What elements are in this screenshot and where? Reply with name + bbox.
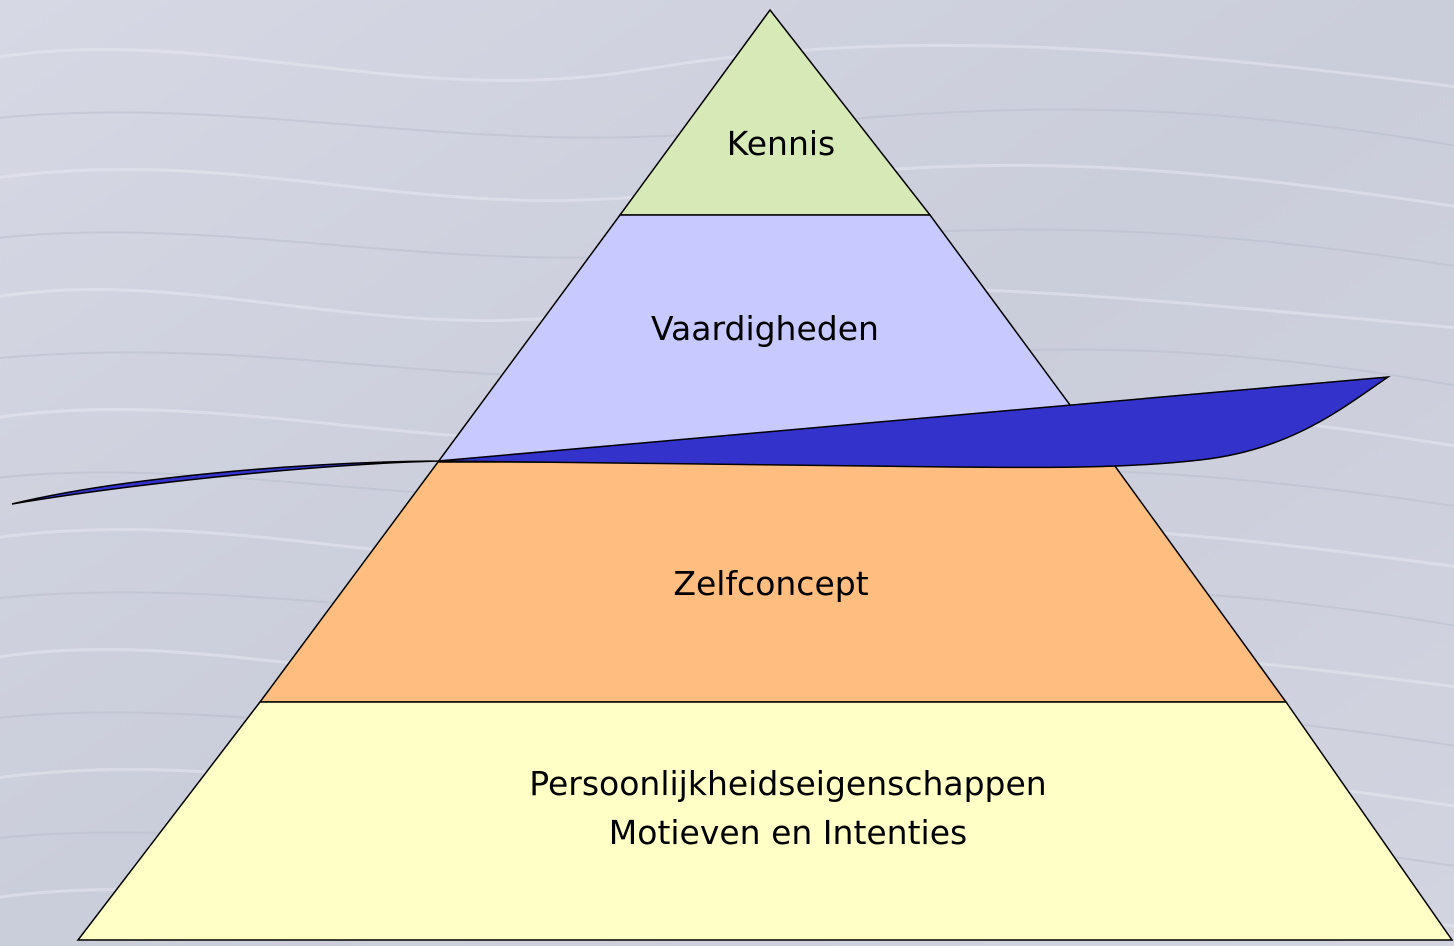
pyramid [76, 8, 1454, 941]
label-vaardigheden: Vaardigheden [651, 309, 879, 348]
label-motieven-en-intenties: Motieven en Intenties [609, 813, 967, 852]
water-line-wave [11, 376, 1391, 505]
layer-persoonlijkheid [76, 701, 1454, 941]
layer-labels: Kennis Vaardigheden Zelfconcept Persoonl… [529, 124, 1046, 852]
label-kennis: Kennis [727, 124, 836, 163]
label-persoonlijkheidseigenschappen: Persoonlijkheidseigenschappen [529, 764, 1046, 803]
label-zelfconcept: Zelfconcept [673, 564, 868, 603]
